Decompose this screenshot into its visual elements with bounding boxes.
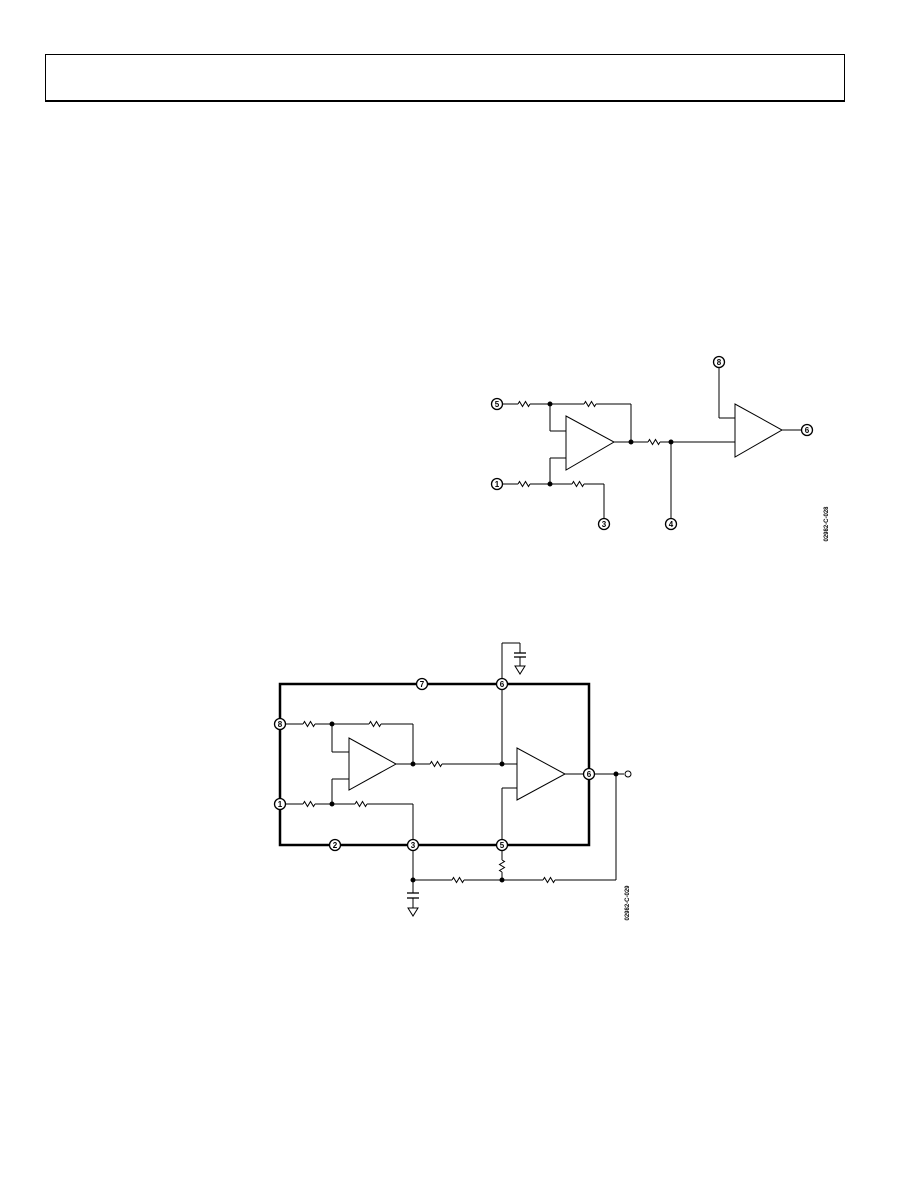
svg-text:1: 1 [495,480,500,489]
op-amp-a [348,737,398,791]
resistor [517,401,531,407]
svg-text:8: 8 [717,358,722,367]
svg-text:6: 6 [805,426,810,435]
junction [410,877,416,883]
resistor [571,481,585,487]
resistor [368,721,382,727]
svg-text:3: 3 [602,520,607,529]
fig1-pin-8: 8 [712,355,726,369]
svg-text:6: 6 [587,770,592,779]
resistor [302,721,316,727]
fig2-pin-6-top: 6 [495,677,509,691]
resistor [517,481,531,487]
resistor [354,801,368,807]
resistor [542,877,556,883]
fig2-pin-7: 7 [415,677,429,691]
ground-symbol [407,907,419,917]
op-amp-2 [734,403,784,458]
fig2-pin-3: 3 [406,838,420,852]
svg-text:8: 8 [278,720,283,729]
resistor [429,761,443,767]
fig2-pin-5: 5 [495,838,509,852]
resistor [583,401,597,407]
page-header-box [45,54,845,102]
fig1-pin-3: 3 [597,517,611,531]
svg-text:2: 2 [333,841,338,850]
figure1-schematic [503,367,801,518]
junction [628,439,634,445]
figure2-schematic [278,642,632,917]
op-amp-b [516,747,567,801]
junction [547,481,553,487]
output-terminal [624,770,632,778]
junction [668,439,674,445]
package-outline [278,682,591,847]
resistor [647,439,661,445]
junction [410,761,416,767]
junction [499,877,505,883]
junction [499,761,505,767]
fig2-pin-2: 2 [328,838,342,852]
ground-symbol [514,665,526,675]
fig2-pin-6-out: 6 [582,767,596,781]
junction [329,801,335,807]
svg-text:6: 6 [500,680,505,689]
junction [329,721,335,727]
fig1-pin-5: 5 [490,397,504,411]
svg-text:4: 4 [669,520,674,529]
resistor [451,877,465,883]
svg-text:5: 5 [500,841,505,850]
fig2-pin-1: 1 [273,797,287,811]
fig1-pin-6: 6 [800,423,814,437]
svg-text:5: 5 [495,400,500,409]
junction [547,401,553,407]
svg-text:7: 7 [420,680,425,689]
op-amp-1 [565,415,616,471]
figure1-code: 02982-C-028 [824,506,830,542]
resistor [499,859,505,873]
figure2-code: 02982-C-029 [625,885,631,921]
svg-text:3: 3 [411,841,416,850]
fig2-pin-8: 8 [273,717,287,731]
junction [613,771,619,777]
svg-text:1: 1 [278,800,283,809]
fig1-pin-1: 1 [490,477,504,491]
resistor [302,801,316,807]
fig1-pin-4: 4 [664,517,678,531]
